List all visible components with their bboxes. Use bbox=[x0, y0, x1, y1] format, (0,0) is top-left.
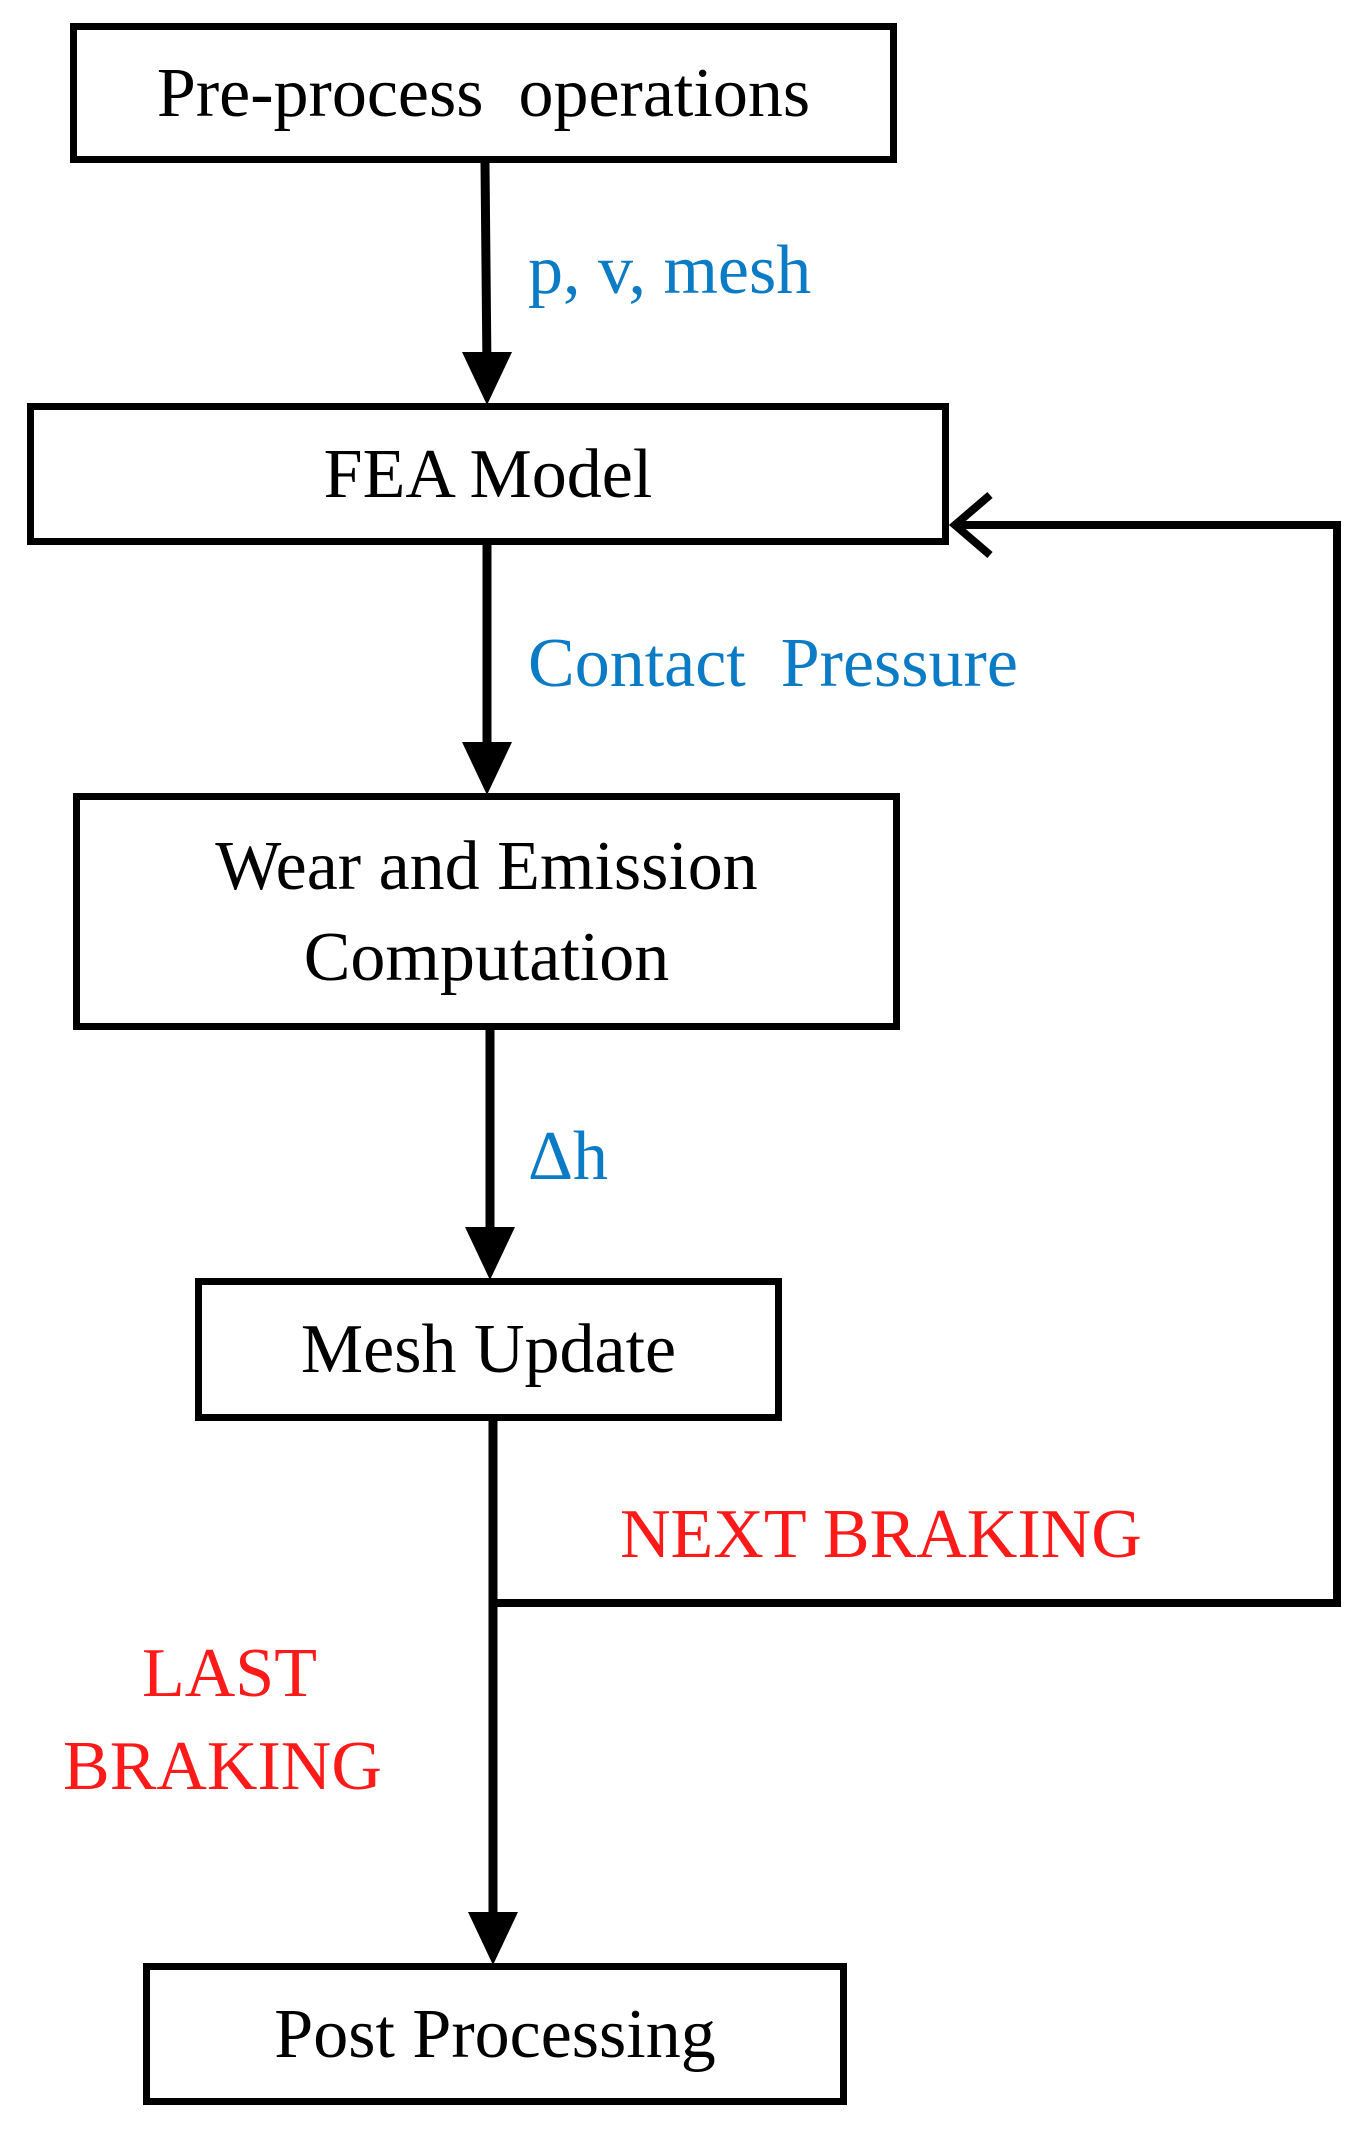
node-post-processing: Post Processing bbox=[143, 1963, 847, 2105]
edge-label-contact-pressure: Contact Pressure bbox=[528, 625, 1018, 702]
node-wear-emission: Wear and Emission Computation bbox=[73, 793, 900, 1030]
branch-label-last-braking-line2: BRAKING bbox=[63, 1728, 382, 1805]
arrow-pre-to-fea bbox=[480, 162, 492, 371]
loop-next-braking bbox=[493, 521, 1341, 1607]
node-preprocess: Pre-process operations bbox=[70, 23, 897, 163]
edge-label-pv-mesh: p, v, mesh bbox=[528, 232, 812, 309]
loop-label-next-braking: NEXT BRAKING bbox=[620, 1496, 1142, 1573]
node-mesh-update-label: Mesh Update bbox=[300, 1311, 677, 1388]
node-mesh-update: Mesh Update bbox=[195, 1278, 782, 1421]
node-post-processing-label: Post Processing bbox=[274, 1995, 716, 2073]
node-preprocess-label: Pre-process operations bbox=[156, 54, 811, 132]
arrowhead-fea-to-wear bbox=[462, 742, 512, 795]
arrowhead-wear-to-mesh bbox=[465, 1227, 515, 1280]
arrowhead-pre-to-fea bbox=[462, 352, 512, 405]
arrowhead-mesh-to-post bbox=[468, 1912, 518, 1965]
node-wear-label-line2: Computation bbox=[303, 918, 670, 996]
loop-arrowhead bbox=[948, 491, 993, 559]
edge-label-delta-h: Δh bbox=[528, 1118, 609, 1195]
node-fea-model-label: FEA Model bbox=[323, 435, 653, 513]
node-fea-model: FEA Model bbox=[27, 403, 949, 545]
node-wear-label-line1: Wear and Emission bbox=[215, 827, 758, 905]
branch-label-last-braking-line1: LAST bbox=[142, 1635, 317, 1712]
